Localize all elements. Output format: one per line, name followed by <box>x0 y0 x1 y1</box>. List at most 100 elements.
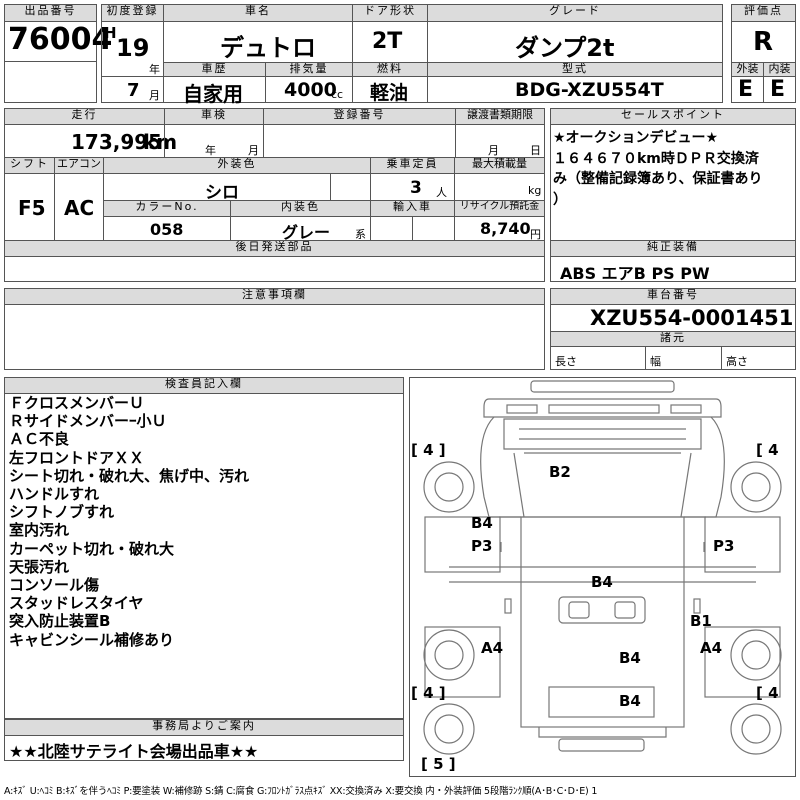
tire-tread-value: 4 <box>423 441 434 459</box>
caution-header: 注意事項欄 <box>4 288 545 305</box>
max-load-unit: kg <box>528 184 542 197</box>
transfer-month-unit: 月 <box>488 144 499 157</box>
sales-line: １６４６７０km時ＤＰＲ交換済 <box>553 150 759 167</box>
chassis-value: XZU554-0001451 <box>590 306 794 330</box>
tire-tread-value: 4 <box>423 684 434 702</box>
later-parts-header: 後日発送部品 <box>4 240 545 257</box>
max-load-header: 最大積載量 <box>454 157 545 174</box>
sales-line: み（整備記録簿あり、保証書あり <box>553 171 763 187</box>
equipment-header: 純正装備 <box>550 240 796 257</box>
model-cell <box>427 76 723 103</box>
inspector-note: シフトノブすれ <box>9 503 115 522</box>
inspector-note: シート切れ・破れ大、焦げ中、汚れ <box>9 466 250 485</box>
inspector-note: Ｒサイドメンバーｰ小Ｕ <box>9 412 167 431</box>
import-cell <box>370 216 413 241</box>
ext-color-extra-cell <box>330 173 371 201</box>
inspector-note: スタッドレスタイヤ <box>9 594 144 613</box>
displacement-unit: cc <box>331 88 344 101</box>
tire-tread-value: 4 <box>768 684 779 702</box>
specs-length-label: 長さ <box>555 355 577 368</box>
model-header: 型式 <box>427 62 723 77</box>
inspector-header: 検査員記入欄 <box>4 377 404 394</box>
inspector-note: キャビンシール補修あり <box>9 630 175 649</box>
history-header: 車歴 <box>163 62 266 77</box>
inspection-year-unit: 年 <box>205 144 216 157</box>
specs-height-label: 高さ <box>726 355 748 368</box>
int-color-value: グレー <box>282 223 331 242</box>
office-cell <box>4 735 404 761</box>
year-value: 19 <box>116 34 150 62</box>
transfer-header: 譲渡書類期限 <box>455 108 545 125</box>
caution-cell <box>4 304 545 370</box>
tire-tread-front-left: [ 4 ] <box>411 441 446 459</box>
specs-width-label: 幅 <box>650 355 661 368</box>
sales-line: ） <box>553 191 567 208</box>
ext-color-header: 外装色 <box>103 157 371 174</box>
model-value: BDG-XZU554T <box>515 79 664 101</box>
shift-header: シフト <box>4 157 55 174</box>
inspection-header: 車検 <box>164 108 264 125</box>
ext-color-value: シロ <box>205 183 239 203</box>
interior-header: 内装 <box>763 62 796 77</box>
displacement-value: 4000 <box>284 79 337 101</box>
transfer-day-unit: 日 <box>530 144 541 157</box>
damage-mark: A4 <box>481 639 504 657</box>
fuel-header: 燃料 <box>352 62 428 77</box>
diagram-frame <box>409 377 796 777</box>
inspector-cell <box>4 393 404 719</box>
inspection-month-unit: 月 <box>248 144 259 157</box>
door-header: ドア形状 <box>352 4 428 22</box>
reg-no-header: 登録番号 <box>263 108 456 125</box>
recycle-header: リサイクル預託金 <box>454 200 545 217</box>
tire-tread-value: 5 <box>433 755 444 773</box>
interior-value: E <box>770 77 786 102</box>
era-value: H <box>104 24 117 42</box>
damage-mark: P3 <box>471 537 493 555</box>
office-header: 事務局よりご案内 <box>4 719 404 736</box>
tire-tread-rear-left: [ 4 ] <box>411 684 446 702</box>
recycle-unit: 円 <box>530 228 541 241</box>
int-color-unit: 系 <box>355 228 366 241</box>
damage-mark: B4 <box>471 514 493 532</box>
damage-mark: B4 <box>619 649 641 667</box>
inspector-note: 左フロントドアＸＸ <box>9 448 145 467</box>
specs-height-cell <box>721 346 796 370</box>
equipment-cell <box>550 256 796 282</box>
capacity-unit: 人 <box>436 186 447 199</box>
capacity-value: 3 <box>410 178 422 198</box>
year-unit: 年 <box>149 63 160 76</box>
inspector-note: 天張汚れ <box>9 557 70 576</box>
mileage-header: 走行 <box>4 108 165 125</box>
lot-no-lower <box>4 61 97 103</box>
equipment-value: ABS エアB PS PW <box>560 264 710 283</box>
grade-value: ダンプ2t <box>515 34 615 62</box>
mileage-unit: km <box>143 130 178 154</box>
fuel-value: 軽油 <box>370 82 409 104</box>
inspector-note: 室内汚れ <box>9 521 70 540</box>
damage-mark: P3 <box>713 537 735 555</box>
inspector-note: ＡＣ不良 <box>9 430 70 449</box>
sales-line: ★オークションデビュー★ <box>553 130 719 146</box>
inspector-note: コンソール傷 <box>9 576 100 595</box>
tire-tread-rear-right: [ 4 <box>756 684 779 702</box>
inspector-note: 突入防止装置B <box>9 612 111 631</box>
tire-tread-front-right: [ 4 <box>756 441 779 459</box>
shift-value: F5 <box>18 196 46 220</box>
legend: A:ｷｽﾞ U:ﾍｺﾐ B:ｷｽﾞを伴うﾍｺﾐ P:要塗装 W:補修跡 S:錆 … <box>4 786 598 797</box>
first-reg-header: 初度登録 <box>101 4 164 22</box>
grade-header: グレード <box>427 4 723 22</box>
month-unit: 月 <box>149 89 160 102</box>
sales-text: ★オークションデビュー★ １６４６７０km時ＤＰＲ交換済 み（整備記録簿あり、保… <box>553 128 795 210</box>
damage-mark: B4 <box>619 692 641 710</box>
ac-value: AC <box>64 196 95 220</box>
truck-diagram <box>423 380 782 755</box>
score-header: 評価点 <box>731 4 796 22</box>
damage-mark: B4 <box>591 573 613 591</box>
displacement-header: 排気量 <box>265 62 353 77</box>
specs-header: 諸元 <box>550 331 796 347</box>
office-value: ★★北陸サテライト会場出品車★★ <box>9 742 259 761</box>
car-name-header: 車名 <box>163 4 353 22</box>
interior-cell <box>763 76 796 103</box>
tire-tread-spare: [ 5 ] <box>421 755 456 773</box>
capacity-header: 乗車定員 <box>370 157 455 174</box>
